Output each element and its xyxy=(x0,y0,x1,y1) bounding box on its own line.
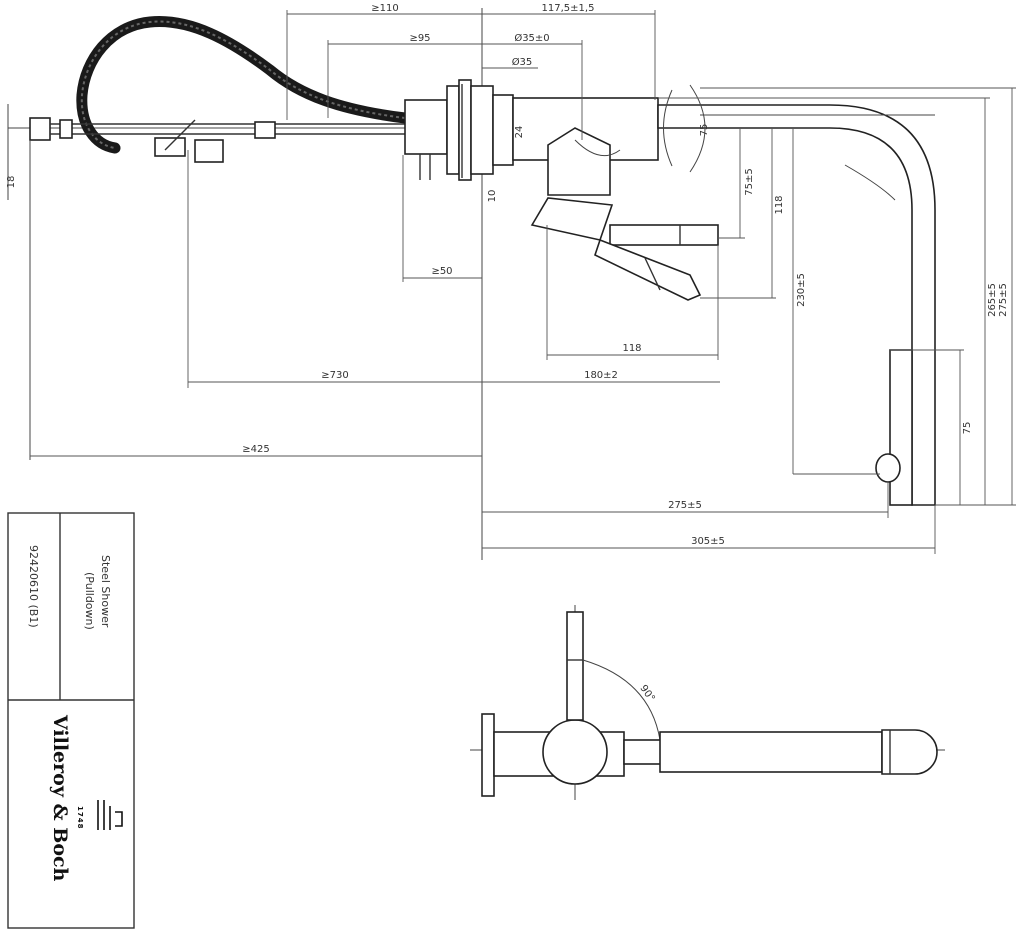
mount-washer-2 xyxy=(458,79,472,181)
dim-h230: 230±5 xyxy=(796,273,807,307)
top-lever-up xyxy=(566,611,584,721)
mount-block xyxy=(404,99,448,155)
dim-top2: 117,5±1,5 xyxy=(542,3,595,14)
dim-left18: 18 xyxy=(6,176,17,189)
dim-h75: 75 xyxy=(962,422,973,435)
top-spout xyxy=(659,731,883,773)
dim-dia: Ø35±0 xyxy=(514,32,549,44)
dim-h1: 75±5 xyxy=(744,168,755,195)
fitting-diagonal xyxy=(164,119,196,151)
fitting-1 xyxy=(59,119,73,139)
dim-ge425: ≥425 xyxy=(242,444,269,455)
brand-logo-text: Villeroy & Boch xyxy=(49,714,71,882)
hose xyxy=(76,16,411,154)
dim-24: 24 xyxy=(514,126,525,139)
lever-joint xyxy=(547,127,611,196)
fitting-2 xyxy=(154,137,186,157)
dim-r75: 75 xyxy=(699,124,710,137)
lever-tilted xyxy=(594,238,702,301)
dim-top-angle: 90° xyxy=(637,683,656,704)
brand-sub: 1748 xyxy=(76,806,84,829)
dim-w95: ≥95 xyxy=(409,33,430,44)
top-cartridge xyxy=(542,719,608,785)
dim-b275: 275±5 xyxy=(668,500,702,511)
dim-left-b1: ≥730 xyxy=(321,370,348,381)
dim-n50: ≥50 xyxy=(431,266,452,277)
brand-emblem-icon xyxy=(97,800,123,830)
left-fitting xyxy=(29,117,51,141)
title-block-frame xyxy=(7,512,135,929)
dim-118: 118 xyxy=(622,343,641,354)
dim-n10: 10 xyxy=(487,190,498,203)
dim-b305: 305±5 xyxy=(691,536,725,547)
dim-h265: 265±5 xyxy=(987,283,998,317)
swivel-arc-2 xyxy=(663,89,673,167)
swivel-arc-1 xyxy=(689,84,706,173)
top-lever-arc xyxy=(582,659,661,741)
tb-product-name: Steel Shower xyxy=(99,555,112,628)
dim-h275: 275±5 xyxy=(998,283,1009,317)
dim-top1: ≥110 xyxy=(371,3,398,14)
spout xyxy=(657,104,936,506)
aerator xyxy=(875,453,901,483)
spout-arc xyxy=(844,164,896,201)
mount-nut xyxy=(470,85,494,175)
fitting-3 xyxy=(194,139,224,163)
dim-35: Ø35 xyxy=(512,56,533,68)
lever-handle xyxy=(609,224,719,246)
top-spout-head xyxy=(881,729,938,775)
mount-plate xyxy=(492,94,514,166)
mount-washer-1 xyxy=(446,85,460,175)
tb-variant: (Pulldown) xyxy=(83,572,96,630)
dim-b1: 180±2 xyxy=(584,370,618,381)
tb-code: 92420610 (B1) xyxy=(27,545,40,628)
lever-base xyxy=(530,197,614,241)
dim-118v: 118 xyxy=(774,195,785,214)
lever-arc xyxy=(574,139,621,157)
spray-head xyxy=(889,349,913,506)
top-plate xyxy=(481,713,495,797)
hose-texture xyxy=(80,20,406,149)
lever-tilted-seg xyxy=(644,257,661,291)
fitting-4 xyxy=(254,121,276,139)
